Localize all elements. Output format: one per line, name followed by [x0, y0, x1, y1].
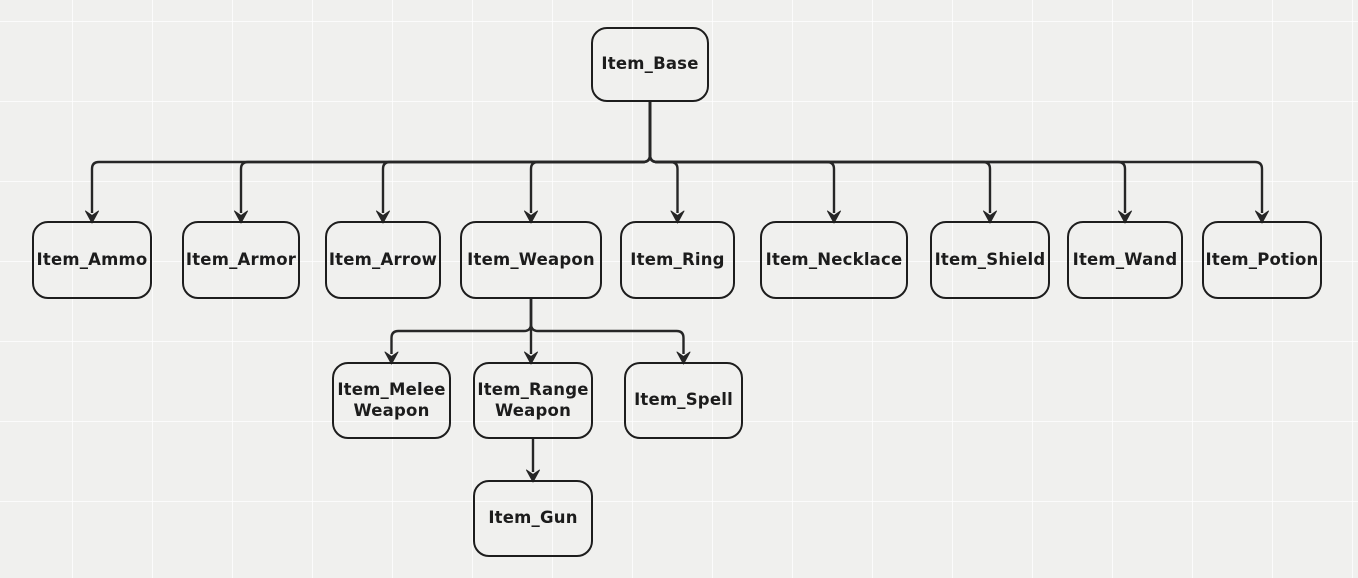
node-label-item_necklace: Item_Necklace — [765, 249, 903, 269]
node-item_wand[interactable]: Item_Wand — [1067, 221, 1183, 299]
edge-item_weapon-item_melee_weapon — [390, 299, 533, 354]
edge-item_base-item_weapon — [529, 102, 652, 213]
node-item_base[interactable]: Item_Base — [591, 27, 709, 102]
node-label-item_range_weapon: Item_Range Weapon — [477, 379, 589, 420]
edge-item_base-item_wand — [648, 102, 1127, 213]
edge-item_base-item_armor — [239, 102, 652, 213]
node-label-item_melee_weapon: Item_Melee Weapon — [337, 379, 446, 420]
node-label-item_ammo: Item_Ammo — [36, 249, 148, 269]
edge-item_base-item_arrow — [381, 102, 652, 213]
node-label-item_base: Item_Base — [601, 54, 699, 74]
edge-item_base-item_potion — [648, 102, 1264, 213]
node-item_shield[interactable]: Item_Shield — [930, 221, 1050, 299]
node-label-item_gun: Item_Gun — [488, 508, 578, 528]
edge-item_base-item_ring — [648, 102, 679, 213]
node-label-item_weapon: Item_Weapon — [467, 249, 595, 269]
node-label-item_spell: Item_Spell — [634, 390, 733, 410]
edge-item_base-item_necklace — [648, 102, 836, 213]
node-item_melee_weapon[interactable]: Item_Melee Weapon — [332, 362, 451, 439]
node-item_arrow[interactable]: Item_Arrow — [325, 221, 441, 299]
node-item_potion[interactable]: Item_Potion — [1202, 221, 1322, 299]
node-label-item_arrow: Item_Arrow — [328, 249, 438, 269]
node-item_ammo[interactable]: Item_Ammo — [32, 221, 152, 299]
node-label-item_potion: Item_Potion — [1205, 249, 1319, 269]
node-item_weapon[interactable]: Item_Weapon — [460, 221, 602, 299]
node-label-item_armor: Item_Armor — [185, 249, 297, 269]
node-item_gun[interactable]: Item_Gun — [473, 480, 593, 557]
edge-item_base-item_ammo — [90, 102, 652, 213]
node-item_spell[interactable]: Item_Spell — [624, 362, 743, 439]
node-item_armor[interactable]: Item_Armor — [182, 221, 300, 299]
node-item_ring[interactable]: Item_Ring — [620, 221, 735, 299]
node-label-item_shield: Item_Shield — [934, 249, 1046, 269]
node-label-item_ring: Item_Ring — [630, 249, 725, 269]
node-item_range_weapon[interactable]: Item_Range Weapon — [473, 362, 593, 439]
edge-item_base-item_shield — [648, 102, 992, 213]
node-label-item_wand: Item_Wand — [1072, 249, 1178, 269]
node-item_necklace[interactable]: Item_Necklace — [760, 221, 908, 299]
edge-item_weapon-item_spell — [529, 299, 685, 354]
